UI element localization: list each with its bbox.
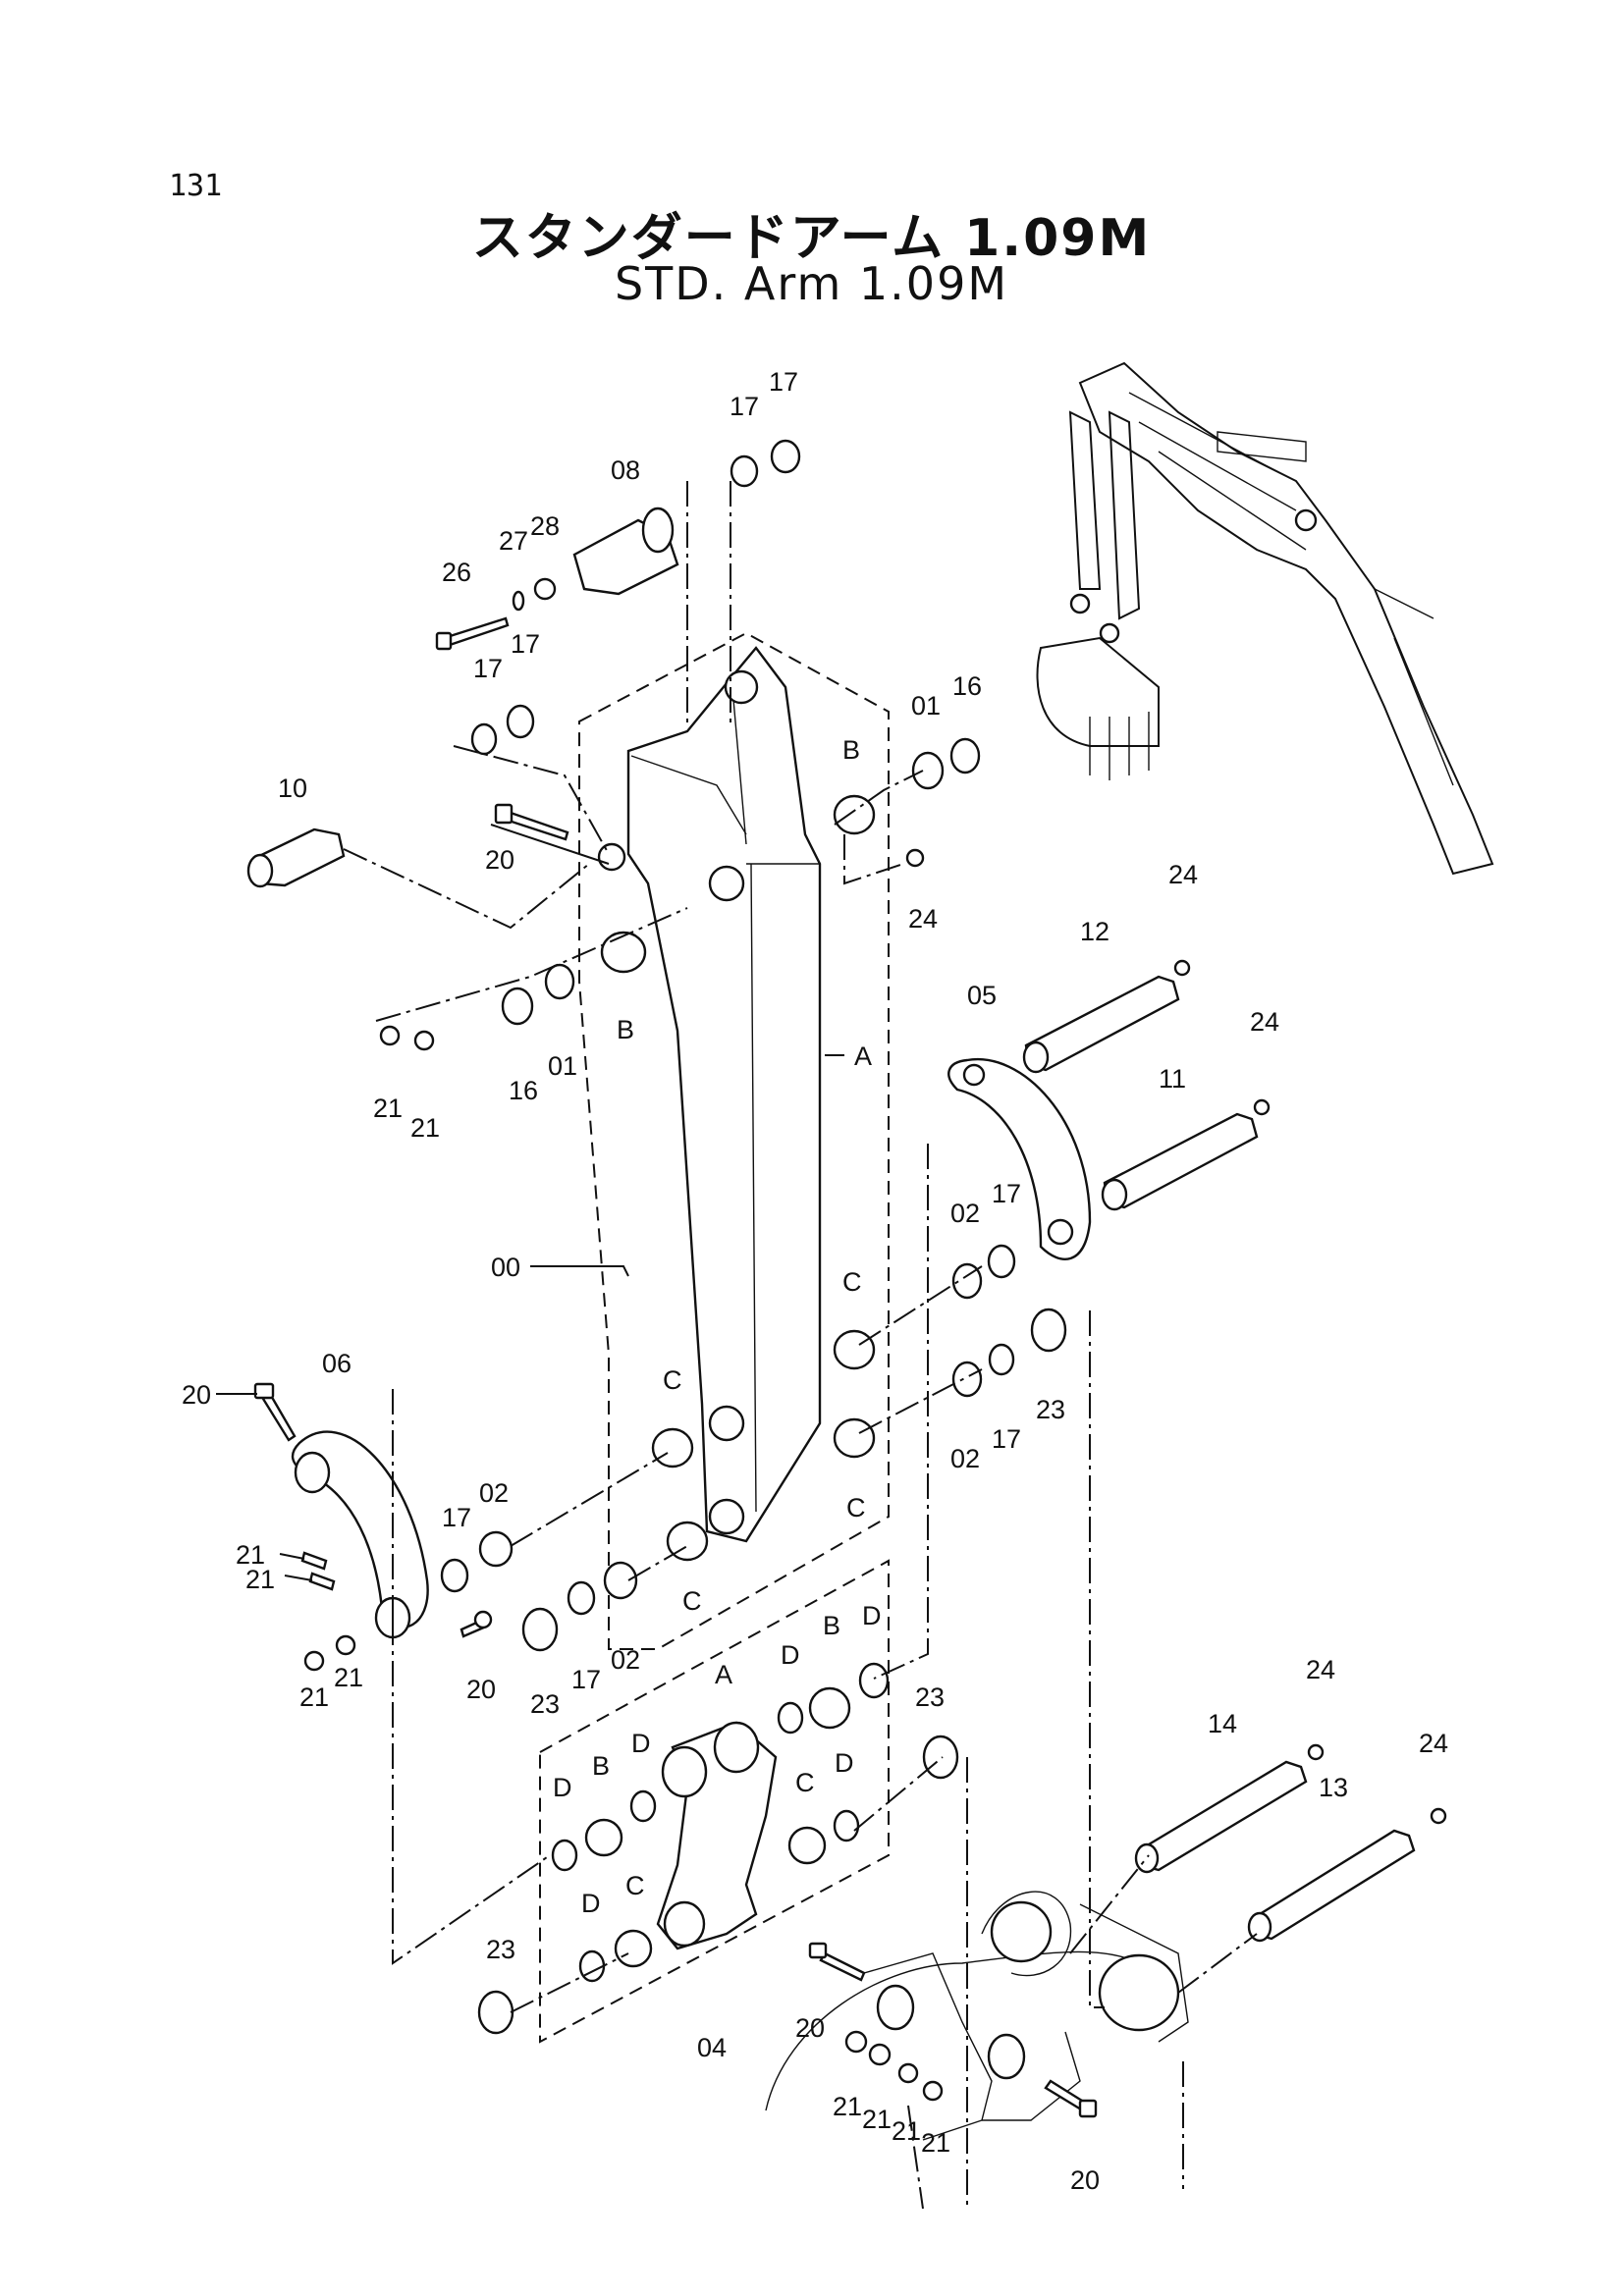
page-number: 131 <box>169 169 223 203</box>
label-mark-B-b: B <box>842 735 860 765</box>
label-mark-B-c: B <box>823 1611 840 1640</box>
link-assembly-boundary <box>539 1559 890 2044</box>
label-part-20-a: 20 <box>485 845 514 875</box>
label-part-00: 00 <box>491 1253 520 1282</box>
label-part-24-e: 24 <box>1419 1729 1448 1758</box>
label-part-20-d: 20 <box>795 2013 825 2043</box>
label-part-01-b: 01 <box>911 691 941 721</box>
label-part-21-i: 21 <box>892 2116 921 2146</box>
label-mark-B-a: B <box>617 1015 634 1044</box>
label-part-24-d: 24 <box>1306 1655 1335 1684</box>
label-mark-B-d: B <box>592 1751 610 1781</box>
label-mark-C-d: C <box>682 1586 702 1616</box>
label-mark-C-a: C <box>842 1267 862 1297</box>
upper-right-parts <box>833 737 1271 1459</box>
label-mark-A-a: A <box>854 1041 872 1071</box>
label-part-21-c: 21 <box>236 1540 265 1570</box>
label-part-17-g: 17 <box>442 1503 471 1532</box>
label-mark-D-d: D <box>553 1773 572 1802</box>
label-mark-D-c: D <box>631 1729 651 1758</box>
label-mark-D-a: D <box>862 1601 882 1630</box>
label-part-21-a: 21 <box>373 1094 403 1123</box>
label-part-26: 26 <box>442 558 471 587</box>
label-part-17-f: 17 <box>992 1424 1021 1454</box>
label-mark-A-b: A <box>715 1660 732 1689</box>
label-part-08: 08 <box>611 455 640 485</box>
label-part-11: 11 <box>1159 1064 1186 1094</box>
label-part-20-e: 20 <box>1070 2165 1100 2195</box>
label-part-27: 27 <box>499 526 528 556</box>
label-part-23-d: 23 <box>486 1935 515 1964</box>
label-part-16-b: 16 <box>952 671 982 701</box>
label-part-02-a: 02 <box>950 1199 980 1228</box>
label-part-20-c: 20 <box>466 1675 496 1704</box>
link-04-parts <box>477 1662 959 2035</box>
label-part-04: 04 <box>697 2033 727 2062</box>
label-mark-D-e: D <box>835 1748 854 1778</box>
label-part-02-c: 02 <box>479 1478 509 1508</box>
bucket-area <box>765 1743 1447 2141</box>
part-labels: 08 17 17 27 28 26 17 17 10 20 21 21 16 0… <box>182 367 1448 2195</box>
label-part-14: 14 <box>1208 1709 1237 1738</box>
label-mark-C-e: C <box>795 1768 815 1797</box>
label-part-21-d: 21 <box>245 1565 275 1594</box>
upper-left-parts <box>246 439 801 1051</box>
excavator-overview-sketch <box>1036 361 1494 876</box>
label-part-17-a: 17 <box>769 367 798 397</box>
label-part-23-c: 23 <box>915 1682 945 1712</box>
label-part-16-a: 16 <box>509 1076 538 1105</box>
arm-assembly-boundary <box>578 631 890 1650</box>
label-part-17-e: 17 <box>992 1179 1021 1208</box>
label-part-23-a: 23 <box>1036 1395 1065 1424</box>
label-part-24-b: 24 <box>1168 860 1198 889</box>
label-part-06: 06 <box>322 1349 352 1378</box>
label-part-05: 05 <box>967 981 997 1010</box>
label-part-21-h: 21 <box>862 2105 892 2134</box>
label-mark-C-f: C <box>625 1871 645 1900</box>
label-part-21-g: 21 <box>833 2092 862 2121</box>
label-mark-D-b: D <box>781 1640 800 1670</box>
label-part-28: 28 <box>530 511 560 541</box>
label-part-10: 10 <box>278 774 307 803</box>
label-part-21-f: 21 <box>334 1663 363 1692</box>
title-japanese: スタンダードアーム 1.09M <box>471 209 1152 268</box>
label-part-17-c: 17 <box>511 629 540 659</box>
label-mark-C-b: C <box>663 1365 682 1395</box>
label-part-21-e: 21 <box>299 1682 329 1712</box>
label-part-21-b: 21 <box>410 1113 440 1143</box>
label-part-17-h: 17 <box>571 1665 601 1694</box>
leader-lines <box>216 824 844 1581</box>
label-part-21-j: 21 <box>921 2128 950 2158</box>
label-part-20-b: 20 <box>182 1380 211 1410</box>
assembly-chain-lines <box>343 481 1258 2210</box>
title-english: STD. Arm 1.09M <box>614 257 1009 310</box>
label-part-24-a: 24 <box>908 904 938 934</box>
label-mark-C-c: C <box>846 1493 866 1522</box>
label-mark-D-f: D <box>581 1889 601 1918</box>
label-part-23-b: 23 <box>530 1689 560 1719</box>
label-part-12: 12 <box>1080 917 1109 946</box>
arm-body <box>597 646 822 1543</box>
label-part-17-b: 17 <box>730 392 759 421</box>
label-part-02-b: 02 <box>950 1444 980 1473</box>
label-part-13: 13 <box>1319 1773 1348 1802</box>
label-part-17-d: 17 <box>473 654 503 683</box>
label-part-01-a: 01 <box>548 1051 577 1081</box>
lower-left-parts <box>253 1382 709 1672</box>
label-part-02-d: 02 <box>611 1645 640 1675</box>
label-part-24-c: 24 <box>1250 1007 1279 1037</box>
